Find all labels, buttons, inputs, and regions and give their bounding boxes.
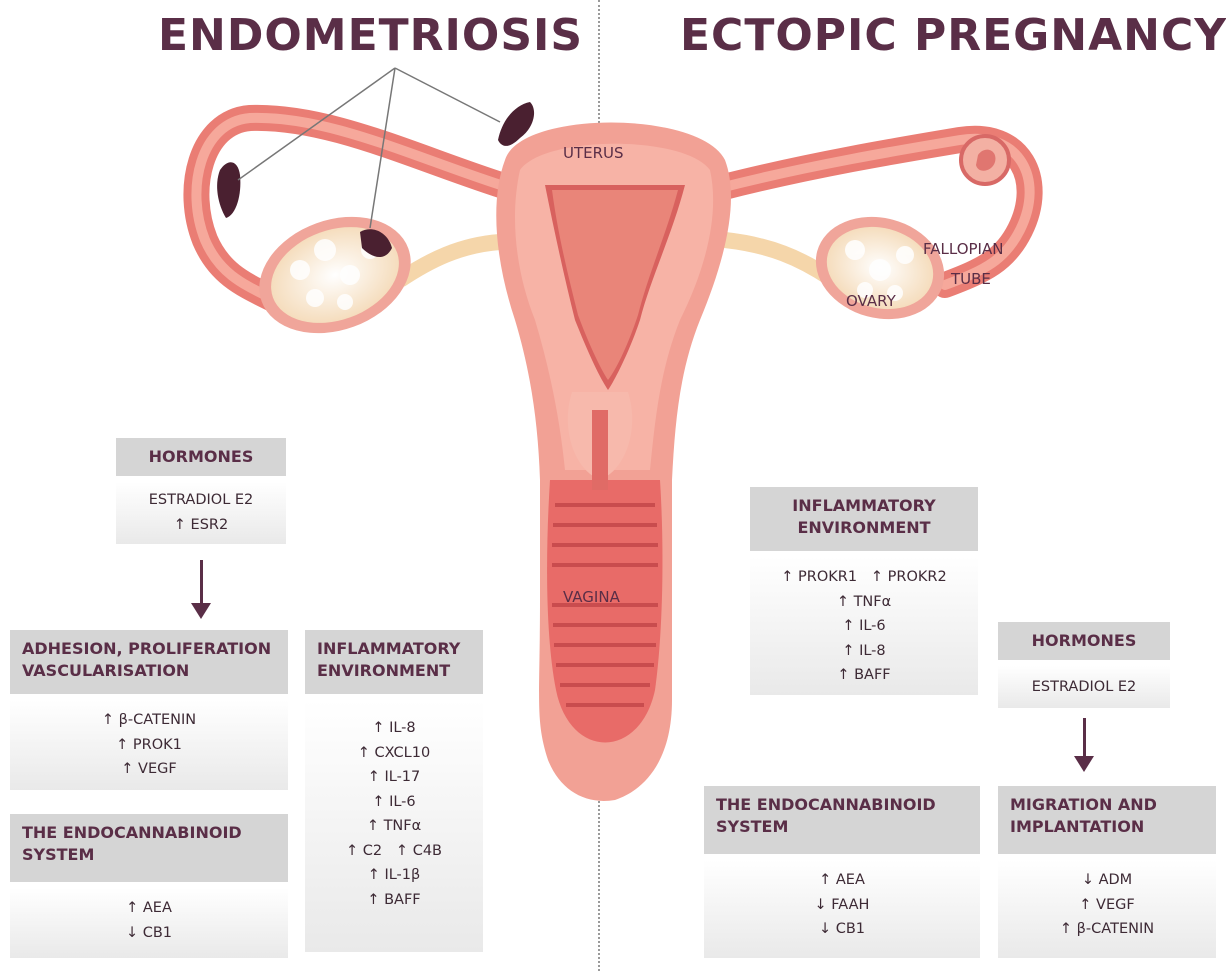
list-item: ↑ IL-8	[311, 716, 477, 741]
list-item: ↑ IL-1β	[311, 863, 477, 888]
list-item: ↑ TNFα	[756, 590, 972, 615]
list-item: ↓ CB1	[710, 917, 974, 942]
list-item: ↑ C2 ↑ C4B	[311, 839, 477, 864]
list-item: ↑ IL-17	[311, 765, 477, 790]
ecto-inflammatory-box: INFLAMMATORY ENVIRONMENT ↑ PROKR1 ↑ PROK…	[750, 487, 978, 695]
arrow-down-icon	[1083, 718, 1086, 758]
list-item: ↑ IL-8	[756, 639, 972, 664]
endo-endocannabinoid-header: THE ENDOCANNABINOID SYSTEM	[10, 814, 288, 882]
label-ovary: OVARY	[846, 292, 896, 310]
label-tube: TUBE	[951, 270, 991, 288]
ecto-migration-header: MIGRATION AND IMPLANTATION	[998, 786, 1216, 854]
ecto-hormones-body: ESTRADIOL E2	[998, 666, 1170, 708]
list-item: ↓ ADM	[1004, 868, 1210, 893]
list-item: ↑ BAFF	[756, 663, 972, 688]
list-item: ↑ ESR2	[122, 513, 280, 538]
list-item: ↑ VEGF	[16, 757, 282, 782]
list-item: ↑ β-CATENIN	[1004, 917, 1210, 942]
ecto-hormones-box: HORMONES ESTRADIOL E2	[998, 622, 1170, 708]
ecto-inflammatory-body: ↑ PROKR1 ↑ PROKR2 ↑ TNFα ↑ IL-6 ↑ IL-8 ↑…	[750, 557, 978, 695]
endo-adhesion-header: ADHESION, PROLIFERATION VASCULARISATION	[10, 630, 288, 694]
endo-inflammatory-body: ↑ IL-8 ↑ CXCL10 ↑ IL-17 ↑ IL-6 ↑ TNFα ↑ …	[305, 700, 483, 952]
list-item: ↑ PROK1	[16, 733, 282, 758]
list-item: ↑ AEA	[710, 868, 974, 893]
label-vagina: VAGINA	[563, 588, 620, 606]
endo-hormones-header: HORMONES	[116, 438, 286, 476]
ecto-hormones-header: HORMONES	[998, 622, 1170, 660]
endo-hormones-body: ESTRADIOL E2 ↑ ESR2	[116, 482, 286, 544]
list-item: ↑ β-CATENIN	[16, 708, 282, 733]
endo-endocannabinoid-box: THE ENDOCANNABINOID SYSTEM ↑ AEA ↓ CB1	[10, 814, 288, 958]
endo-hormones-box: HORMONES ESTRADIOL E2 ↑ ESR2	[116, 438, 286, 544]
ecto-endocannabinoid-body: ↑ AEA ↓ FAAH ↓ CB1	[704, 860, 980, 958]
list-item: ↓ FAAH	[710, 893, 974, 918]
arrow-down-icon	[200, 560, 203, 605]
list-item: ↑ IL-6	[311, 790, 477, 815]
list-item: ↑ IL-6	[756, 614, 972, 639]
endo-adhesion-box: ADHESION, PROLIFERATION VASCULARISATION …	[10, 630, 288, 790]
list-item: ↓ CB1	[16, 921, 282, 946]
list-item: ESTRADIOL E2	[122, 488, 280, 513]
list-item: ↑ BAFF	[311, 888, 477, 913]
list-item: ↑ PROKR1 ↑ PROKR2	[756, 565, 972, 590]
ecto-endocannabinoid-box: THE ENDOCANNABINOID SYSTEM ↑ AEA ↓ FAAH …	[704, 786, 980, 958]
list-item: ↑ CXCL10	[311, 741, 477, 766]
ecto-migration-body: ↓ ADM ↑ VEGF ↑ β-CATENIN	[998, 860, 1216, 958]
list-item: ↑ VEGF	[1004, 893, 1210, 918]
endo-adhesion-body: ↑ β-CATENIN ↑ PROK1 ↑ VEGF	[10, 700, 288, 790]
endo-inflammatory-header: INFLAMMATORY ENVIRONMENT	[305, 630, 483, 694]
label-uterus: UTERUS	[563, 144, 624, 162]
list-item: ESTRADIOL E2	[1004, 675, 1164, 700]
endo-endocannabinoid-body: ↑ AEA ↓ CB1	[10, 888, 288, 958]
ecto-inflammatory-header: INFLAMMATORY ENVIRONMENT	[750, 487, 978, 551]
endo-inflammatory-box: INFLAMMATORY ENVIRONMENT ↑ IL-8 ↑ CXCL10…	[305, 630, 483, 952]
label-fallopian: FALLOPIAN	[923, 240, 1003, 258]
ecto-endocannabinoid-header: THE ENDOCANNABINOID SYSTEM	[704, 786, 980, 854]
lesion-tube	[217, 162, 240, 218]
list-item: ↑ AEA	[16, 896, 282, 921]
list-item: ↑ TNFα	[311, 814, 477, 839]
ecto-migration-box: MIGRATION AND IMPLANTATION ↓ ADM ↑ VEGF …	[998, 786, 1216, 958]
